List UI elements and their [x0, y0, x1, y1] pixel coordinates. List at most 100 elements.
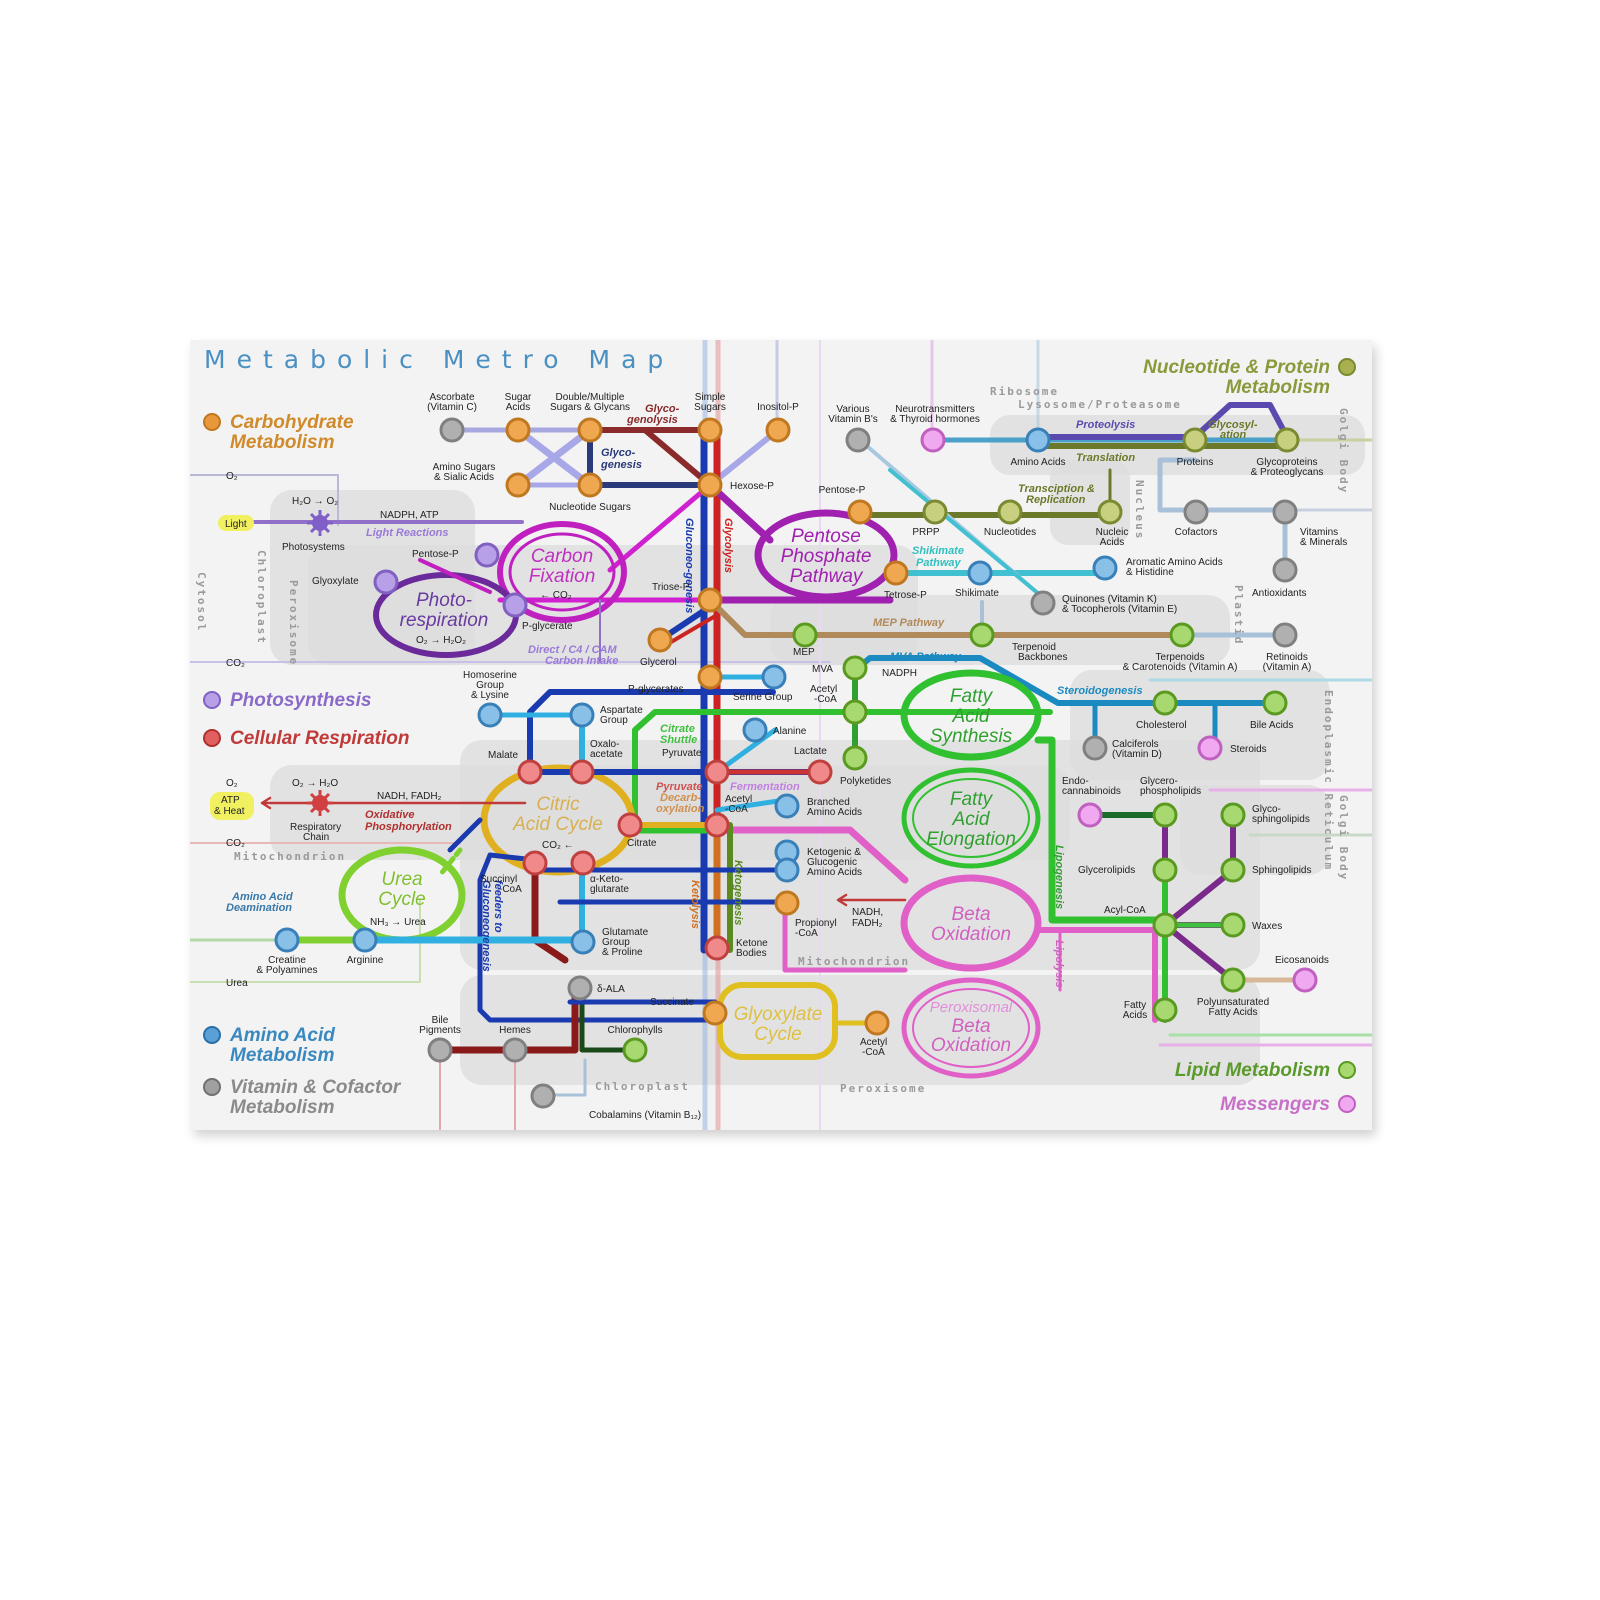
map-label: Phosphorylation [365, 821, 452, 833]
map-label: Metabolism [230, 432, 335, 453]
station-labels: Ascorbate (Vitamin C) Sugar Acids Double… [256, 392, 1347, 1121]
map-label: acetate [590, 749, 623, 760]
map-label: Urea [381, 869, 422, 890]
map-label: Metabolism [230, 1045, 335, 1066]
map-label: Eicosanoids [1275, 955, 1329, 966]
map-label: Pigments [419, 1025, 461, 1036]
map-label: MEP [793, 647, 815, 658]
map-label: Cycle [378, 889, 426, 910]
map-label: Glycoproteins [1256, 457, 1317, 468]
map-label: ation [1220, 429, 1247, 441]
map-label: Lysosome/Proteasome [1018, 398, 1182, 411]
map-label: Peroxisome [287, 580, 300, 666]
map-label: & Lysine [471, 690, 509, 701]
map-label: Peroxisomal [930, 999, 1013, 1016]
legend-cellular-respiration: Cellular Respiration [230, 728, 410, 749]
map-label: Neurotransmitters [895, 404, 974, 415]
map-label: Pathway [790, 566, 864, 587]
map-label: Acid Cycle [512, 814, 603, 835]
map-label: Fermentation [730, 781, 800, 793]
map-label: Succinyl [480, 874, 517, 885]
map-label: Bile Acids [1250, 720, 1293, 731]
map-label: Glycolysis [722, 518, 734, 573]
map-label: Gluconeogenesis [480, 880, 492, 972]
map-label: genolysis [626, 414, 678, 426]
map-label: Plastid [1232, 585, 1245, 645]
map-label: -CoA [814, 694, 837, 705]
map-label: Deamination [226, 902, 292, 914]
map-label: Proteins [1177, 457, 1214, 468]
map-label: glutarate [590, 884, 629, 895]
map-label: Fixation [529, 566, 596, 587]
map-label: ← CO₂ [540, 590, 572, 601]
map-label: Ketolysis [689, 880, 701, 929]
map-label: Backbones [1018, 652, 1067, 663]
map-label: Acyl-CoA [1104, 905, 1146, 916]
map-label: Phosphate [781, 546, 872, 567]
legend-carbohydrate: Carbohydrate [230, 412, 354, 433]
map-label: & Sialic Acids [434, 472, 494, 483]
map-label: Nucleus [1133, 480, 1146, 540]
map-label: Replication [1026, 494, 1086, 506]
map-label: Group [600, 715, 628, 726]
map-label: Serine Group [733, 692, 793, 703]
map-label: Direct / C4 / CAM [528, 644, 617, 656]
compartment-backgrounds [270, 415, 1365, 1085]
map-label: Chloroplast [255, 550, 268, 645]
map-label: CO₂ ← [542, 840, 574, 851]
map-label: Group [602, 937, 630, 948]
map-label: Bodies [736, 948, 767, 959]
map-label: Light Reactions [366, 527, 449, 539]
map-label: feeders to [492, 880, 504, 933]
map-label: Aspartate [600, 705, 643, 716]
map-label: Metabolism [230, 1097, 335, 1118]
map-label: Golgi Body [1337, 408, 1350, 494]
map-label: NH₃ → Urea [370, 917, 426, 928]
map-label: respiration [400, 610, 489, 631]
map-label: NADH, [852, 907, 883, 918]
map-label: Gluconeo-genesis [683, 518, 695, 613]
map-label: Photo- [416, 590, 472, 611]
map-label: Pentose [791, 526, 861, 547]
map-label: Glycosyl- [1208, 419, 1258, 431]
map-label: Antioxidants [1252, 588, 1306, 599]
map-label: Endo- [1062, 776, 1089, 787]
map-label: Lipogenesis [1053, 845, 1065, 909]
map-label: -CoA [499, 884, 522, 895]
map-label: Shuttle [660, 734, 697, 746]
map-label: Acetyl [725, 794, 752, 805]
map-label: Simple [695, 392, 726, 403]
map-label: Acids [1100, 537, 1124, 548]
map-label: Steroids [1230, 744, 1267, 755]
map-label: Acid [952, 809, 991, 830]
map-label: Bile [432, 1015, 449, 1026]
map-label: Hexose-P [730, 481, 774, 492]
map-label: Photosystems [282, 542, 345, 553]
legend-amino-acid: Amino Acid [229, 1025, 335, 1046]
legend-vitamin-cofactor: Vitamin & Cofactor [230, 1077, 402, 1098]
map-label: Succinate [650, 997, 694, 1008]
map-label: Malate [488, 750, 518, 761]
map-label: δ-ALA [597, 984, 625, 995]
io-labels: O₂ Light CO₂ O₂ ATP & Heat CO₂ Urea H₂O … [214, 471, 917, 989]
map-label: CO₂ [226, 658, 245, 669]
map-label: Acids [506, 402, 530, 413]
map-label: & Proteoglycans [1251, 467, 1324, 478]
map-title: Metabolic Metro Map [204, 345, 674, 374]
map-label: Aromatic Amino Acids [1126, 557, 1223, 568]
map-label: Glucogenic [807, 857, 857, 868]
map-label: Transciption & [1018, 483, 1095, 495]
map-label: Nucleotide Sugars [549, 502, 631, 513]
map-label: O₂ [226, 778, 238, 789]
map-label: Citric [536, 794, 580, 815]
map-label: Carbon [531, 546, 593, 567]
map-label: Carbon Intake [545, 655, 618, 667]
map-label: (Vitamin D) [1112, 749, 1162, 760]
map-label: Acetyl [860, 1037, 887, 1048]
map-label: Glyoxylate [312, 576, 359, 587]
map-label: Proteolysis [1076, 419, 1135, 431]
map-label: Respiratory [290, 822, 341, 833]
map-label: Various [836, 404, 869, 415]
map-label: Lactate [794, 746, 827, 757]
map-label: Glyco- [1252, 804, 1281, 815]
